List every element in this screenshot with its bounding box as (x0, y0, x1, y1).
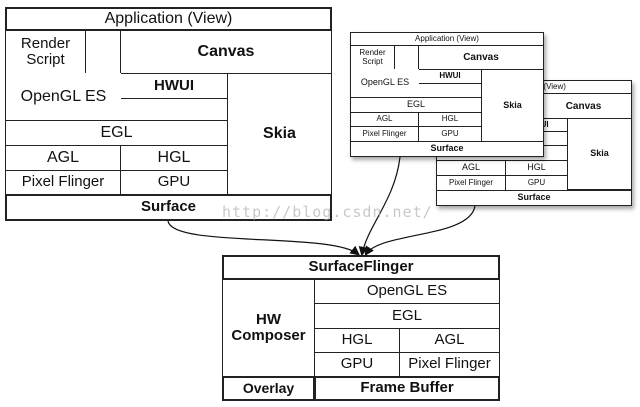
sf-egl: EGL (314, 303, 500, 329)
sf-hgl: HGL (314, 328, 400, 353)
main-render-script: Render Script (5, 30, 86, 74)
connector-main-to-flinger (167, 220, 360, 256)
main-skia: Skia (227, 73, 332, 195)
main-agl: AGL (5, 145, 121, 171)
main-opengl-es: OpenGL ES (5, 73, 121, 121)
main-hgl: HGL (120, 145, 228, 171)
main-pixel-flinger: Pixel Flinger (5, 170, 121, 195)
sf-frame-buffer: Frame Buffer (314, 376, 500, 401)
front-surface: Surface (350, 141, 544, 157)
front-opengl-es: OpenGL ES (350, 69, 419, 98)
back-skia: Skia (567, 118, 632, 190)
front-canvas: Canvas (418, 45, 544, 70)
connector-front-to-flinger (358, 156, 401, 257)
main-surface: Surface (5, 194, 332, 221)
sf-gpu: GPU (314, 352, 400, 377)
sf-hw-composer: HW Composer (222, 279, 315, 377)
sf-pixel-flinger: Pixel Flinger (399, 352, 500, 377)
main-hwui: HWUI (120, 73, 228, 99)
connector-back-to-flinger (364, 205, 476, 257)
main-application-view: Application (View) (5, 7, 332, 31)
back-surface: Surface (436, 190, 632, 206)
sf-opengl-es: OpenGL ES (314, 279, 500, 304)
